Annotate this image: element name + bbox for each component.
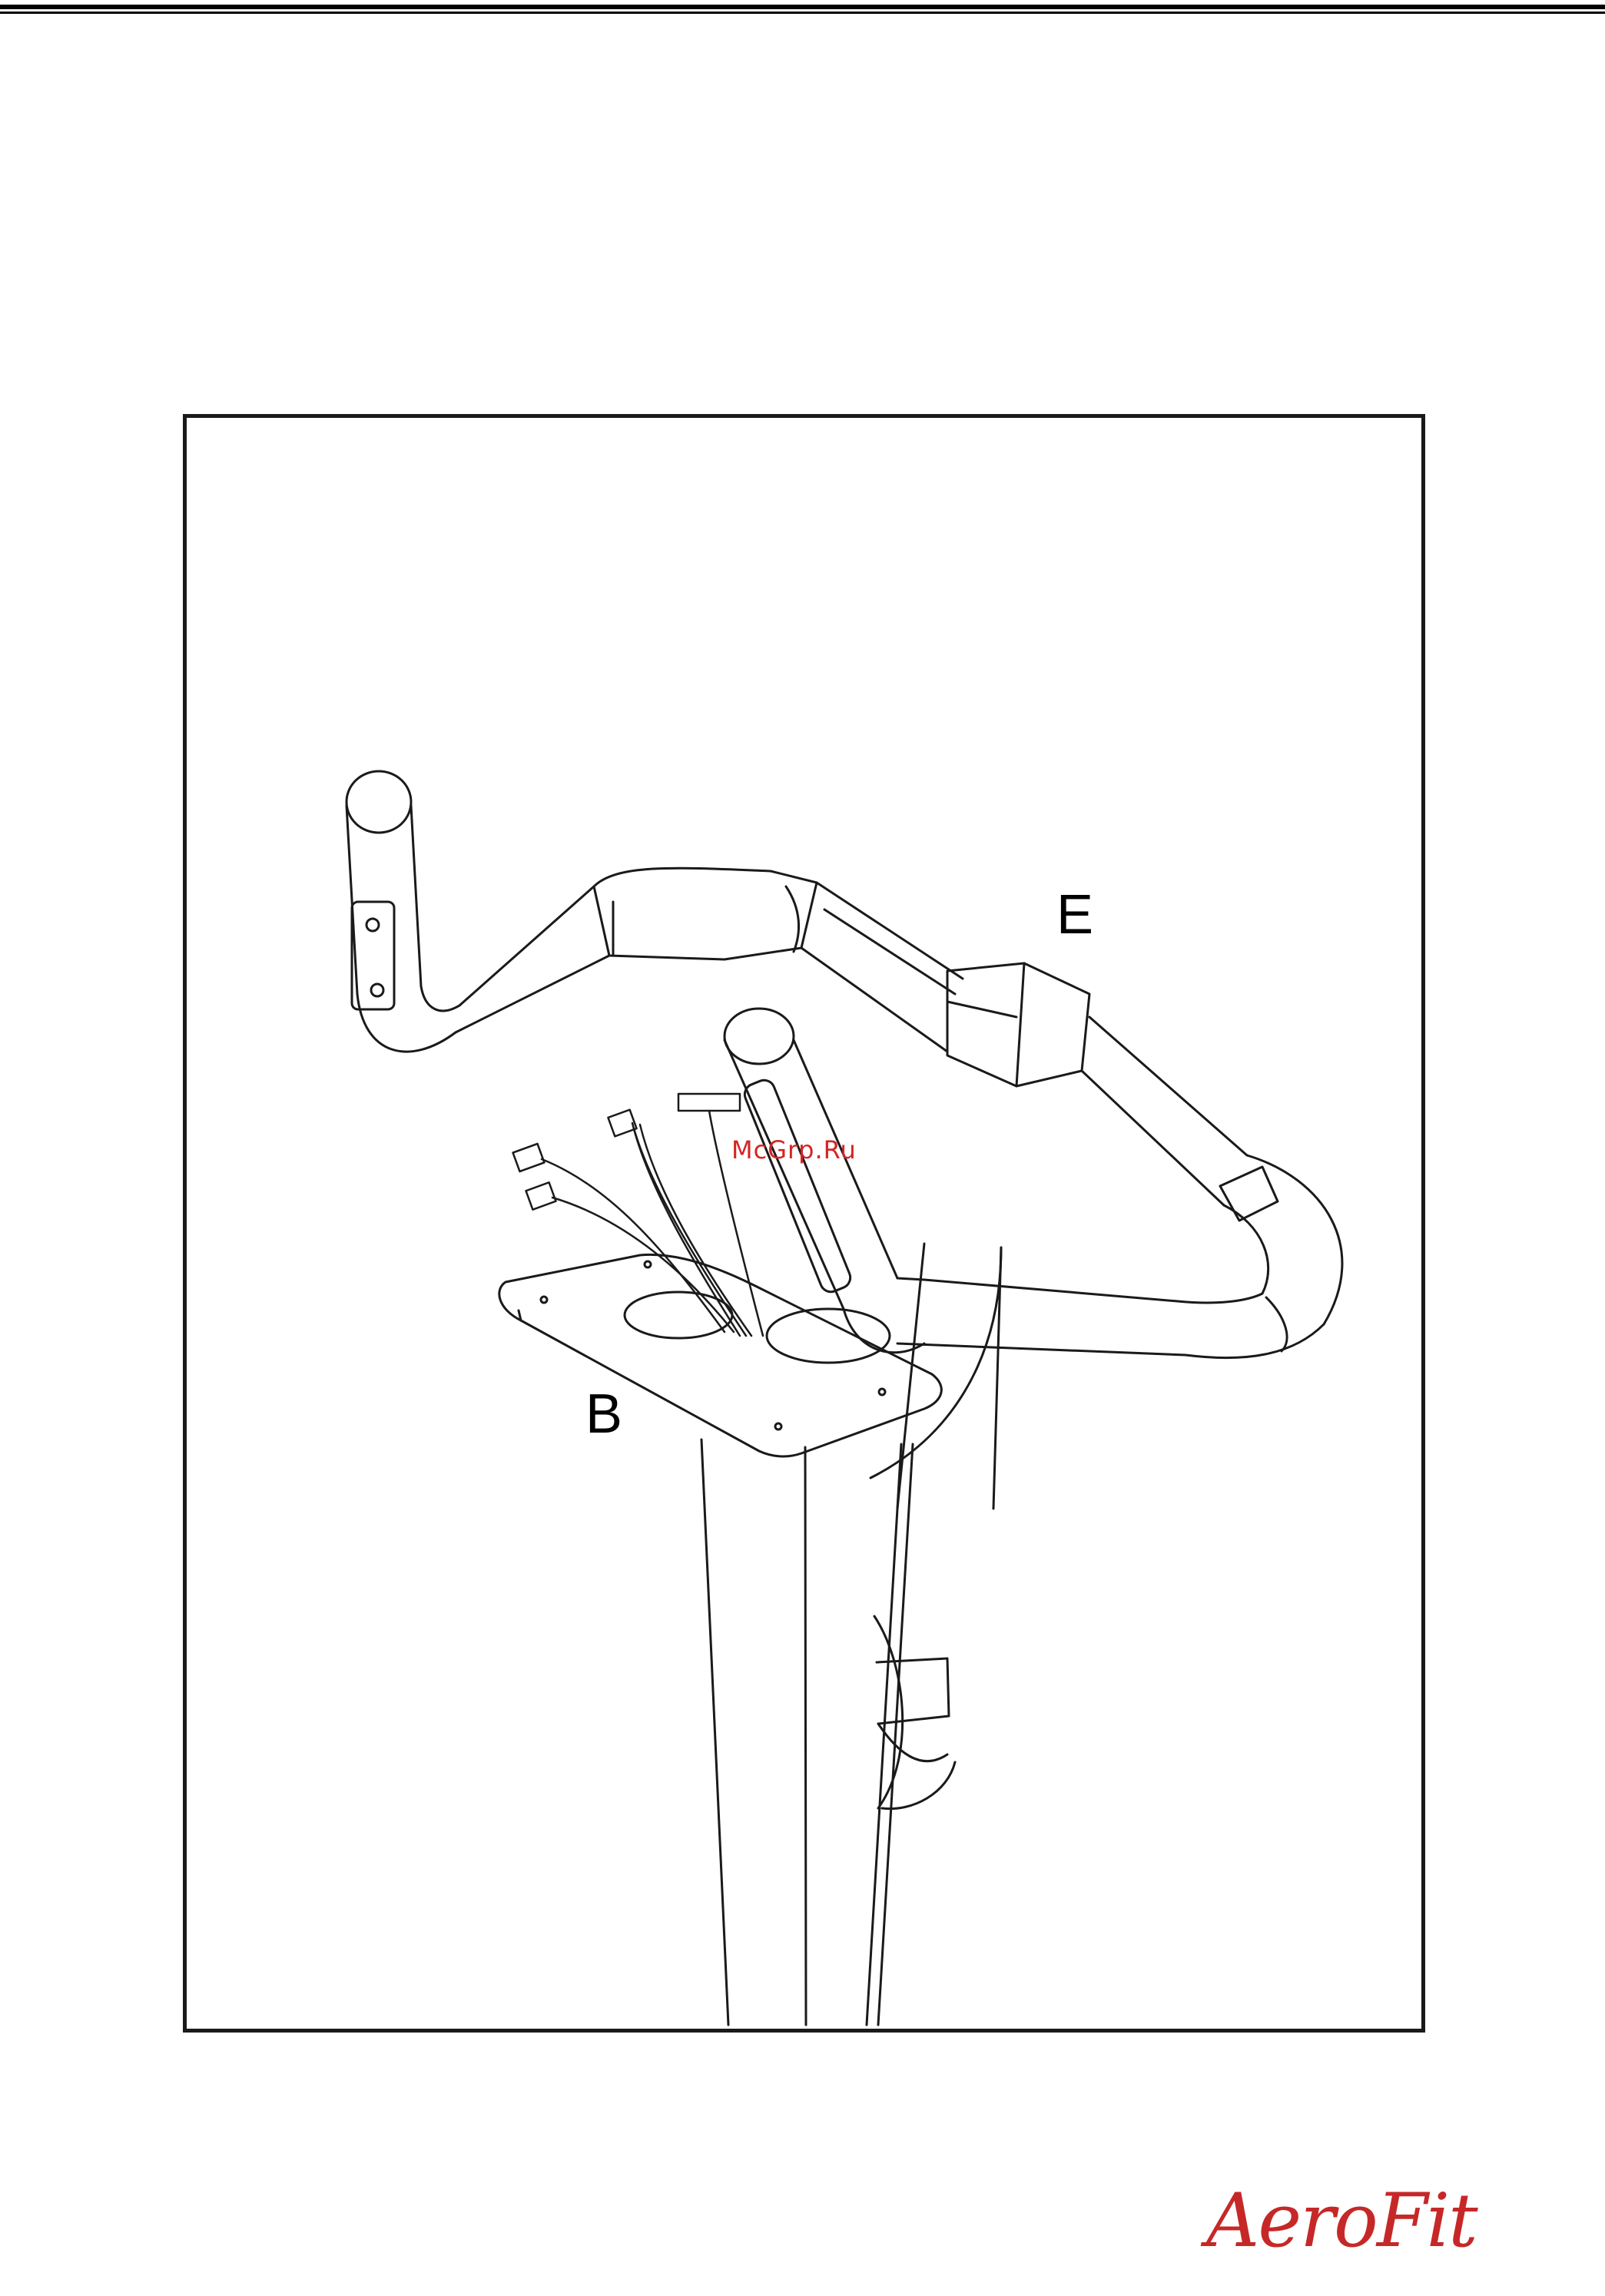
brand-name: AeroFit — [1206, 2178, 1477, 2264]
part-label-b: B — [585, 1387, 622, 1442]
watermark-text: McGrp.Ru — [731, 1135, 857, 1165]
assembly-figure — [183, 414, 1425, 2033]
brand-logo: AeroFit — [1206, 2178, 1552, 2278]
upright-post — [701, 1440, 913, 2025]
handlebar-e — [347, 771, 1342, 1358]
part-label-e: E — [1056, 887, 1093, 943]
mounting-plate — [499, 1254, 942, 1456]
handlebar-assembly-drawing — [187, 418, 1421, 2029]
top-rule — [0, 5, 1605, 14]
bottle-holder — [874, 1616, 955, 1809]
